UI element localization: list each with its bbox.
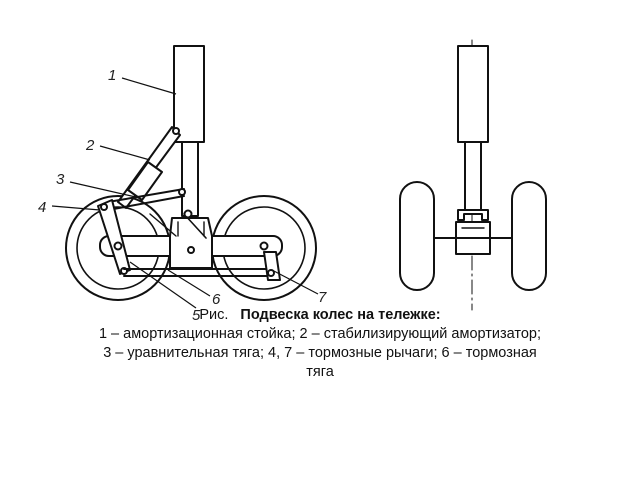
stabilizing-damper [117, 126, 181, 209]
brake-lever-rear [263, 251, 281, 281]
bogie-pivot-block [169, 217, 213, 269]
callout-5: 5 [192, 307, 201, 320]
caption-prefix: Рис. [199, 307, 229, 323]
callout-6: 6 [212, 291, 221, 308]
caption-title: Подвеска колес на тележке: [240, 307, 441, 323]
brake-rod [123, 268, 273, 277]
front-strut-cylinder [457, 45, 489, 143]
front-strut-piston [464, 141, 482, 211]
caption-line-1: Рис. Подвеска колес на тележке: [40, 306, 600, 325]
front-fork [457, 209, 489, 221]
equalizer-rod [107, 188, 186, 211]
caption-line-2: 1 – амортизационная стойка; 2 – стабилиз… [98, 326, 542, 342]
front-view [399, 39, 547, 311]
callout-7: 7 [318, 289, 327, 306]
callout-3: 3 [56, 171, 65, 188]
callout-4: 4 [38, 199, 46, 216]
strut-cylinder [173, 45, 205, 143]
strut-piston [181, 141, 199, 217]
figure-caption: Рис. Подвеска колес на тележке: 1 – аморт… [40, 306, 600, 382]
front-right-wheel [511, 181, 547, 291]
caption-line-3: 3 – уравнительная тяга; 4, 7 – тормозные… [103, 345, 537, 361]
front-left-wheel [399, 181, 435, 291]
landing-gear-diagram: 1 2 3 4 5 6 7 [38, 39, 547, 320]
side-view [65, 45, 317, 301]
callout-leaders [51, 77, 319, 309]
caption-line-4: тяга [306, 364, 334, 380]
callout-1: 1 [108, 67, 116, 84]
callout-2: 2 [85, 137, 95, 154]
